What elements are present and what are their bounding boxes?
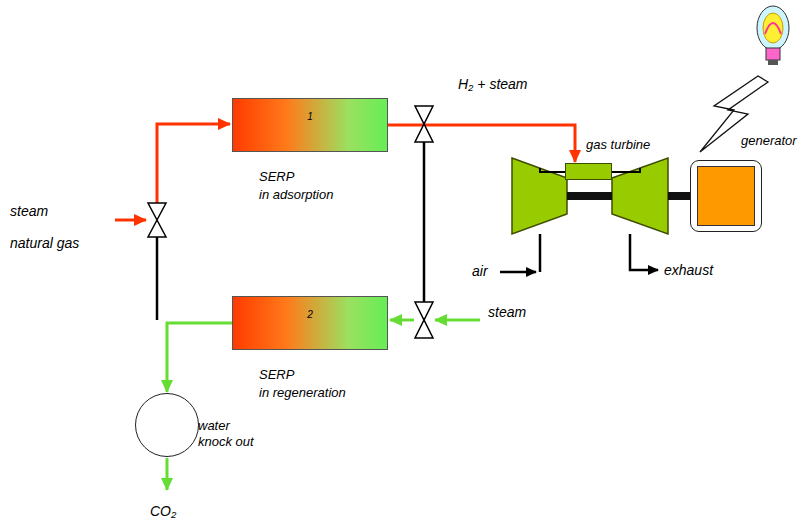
feed-arrow — [115, 219, 146, 222]
adsorber-bed: 2SERPin regeneration — [232, 296, 388, 350]
shaft — [567, 192, 612, 200]
node-label: gas turbine — [586, 137, 650, 153]
bed-number: 1 — [233, 109, 387, 125]
air-line — [539, 234, 542, 272]
node-label: water knock out — [198, 418, 262, 450]
node-label: in regeneration — [259, 385, 346, 401]
exhaust-arrow — [630, 234, 658, 270]
turbine-symbol — [612, 158, 668, 234]
adsorber-bed: 1SERPin adsorption — [232, 98, 388, 152]
node-label: SERP — [259, 169, 294, 185]
compressor-symbol — [512, 158, 567, 234]
valve-link — [423, 141, 426, 303]
light-bulb — [757, 6, 789, 65]
stream-label: air — [472, 263, 488, 280]
valve-link — [156, 237, 159, 320]
feed-line — [157, 124, 230, 203]
generator-core — [697, 166, 755, 226]
shaft — [668, 192, 691, 200]
node-label: in adsorption — [259, 187, 333, 203]
duct — [612, 168, 640, 172]
air-arrow — [500, 271, 536, 274]
stream-label: steam — [488, 304, 526, 321]
stream-connector — [167, 323, 232, 392]
steam-arrow — [435, 319, 480, 322]
stream-label: H₂ + steam — [456, 76, 530, 93]
duct — [540, 168, 565, 172]
combustor-box: gas turbine — [565, 163, 612, 180]
stream-connector — [388, 125, 575, 162]
node-label: generator — [741, 133, 797, 149]
steam-line — [390, 319, 414, 322]
stream-label: natural gas — [10, 235, 79, 252]
stream-label: steam — [10, 203, 48, 220]
stream-label: CO₂ — [150, 503, 176, 520]
stream-label: exhaust — [664, 262, 713, 279]
co2-arrow — [166, 458, 169, 490]
generator-box: generator — [690, 160, 762, 232]
node-label: SERP — [259, 367, 294, 383]
bed-number: 2 — [233, 307, 387, 323]
knockout-drum: water knock out — [135, 393, 199, 457]
